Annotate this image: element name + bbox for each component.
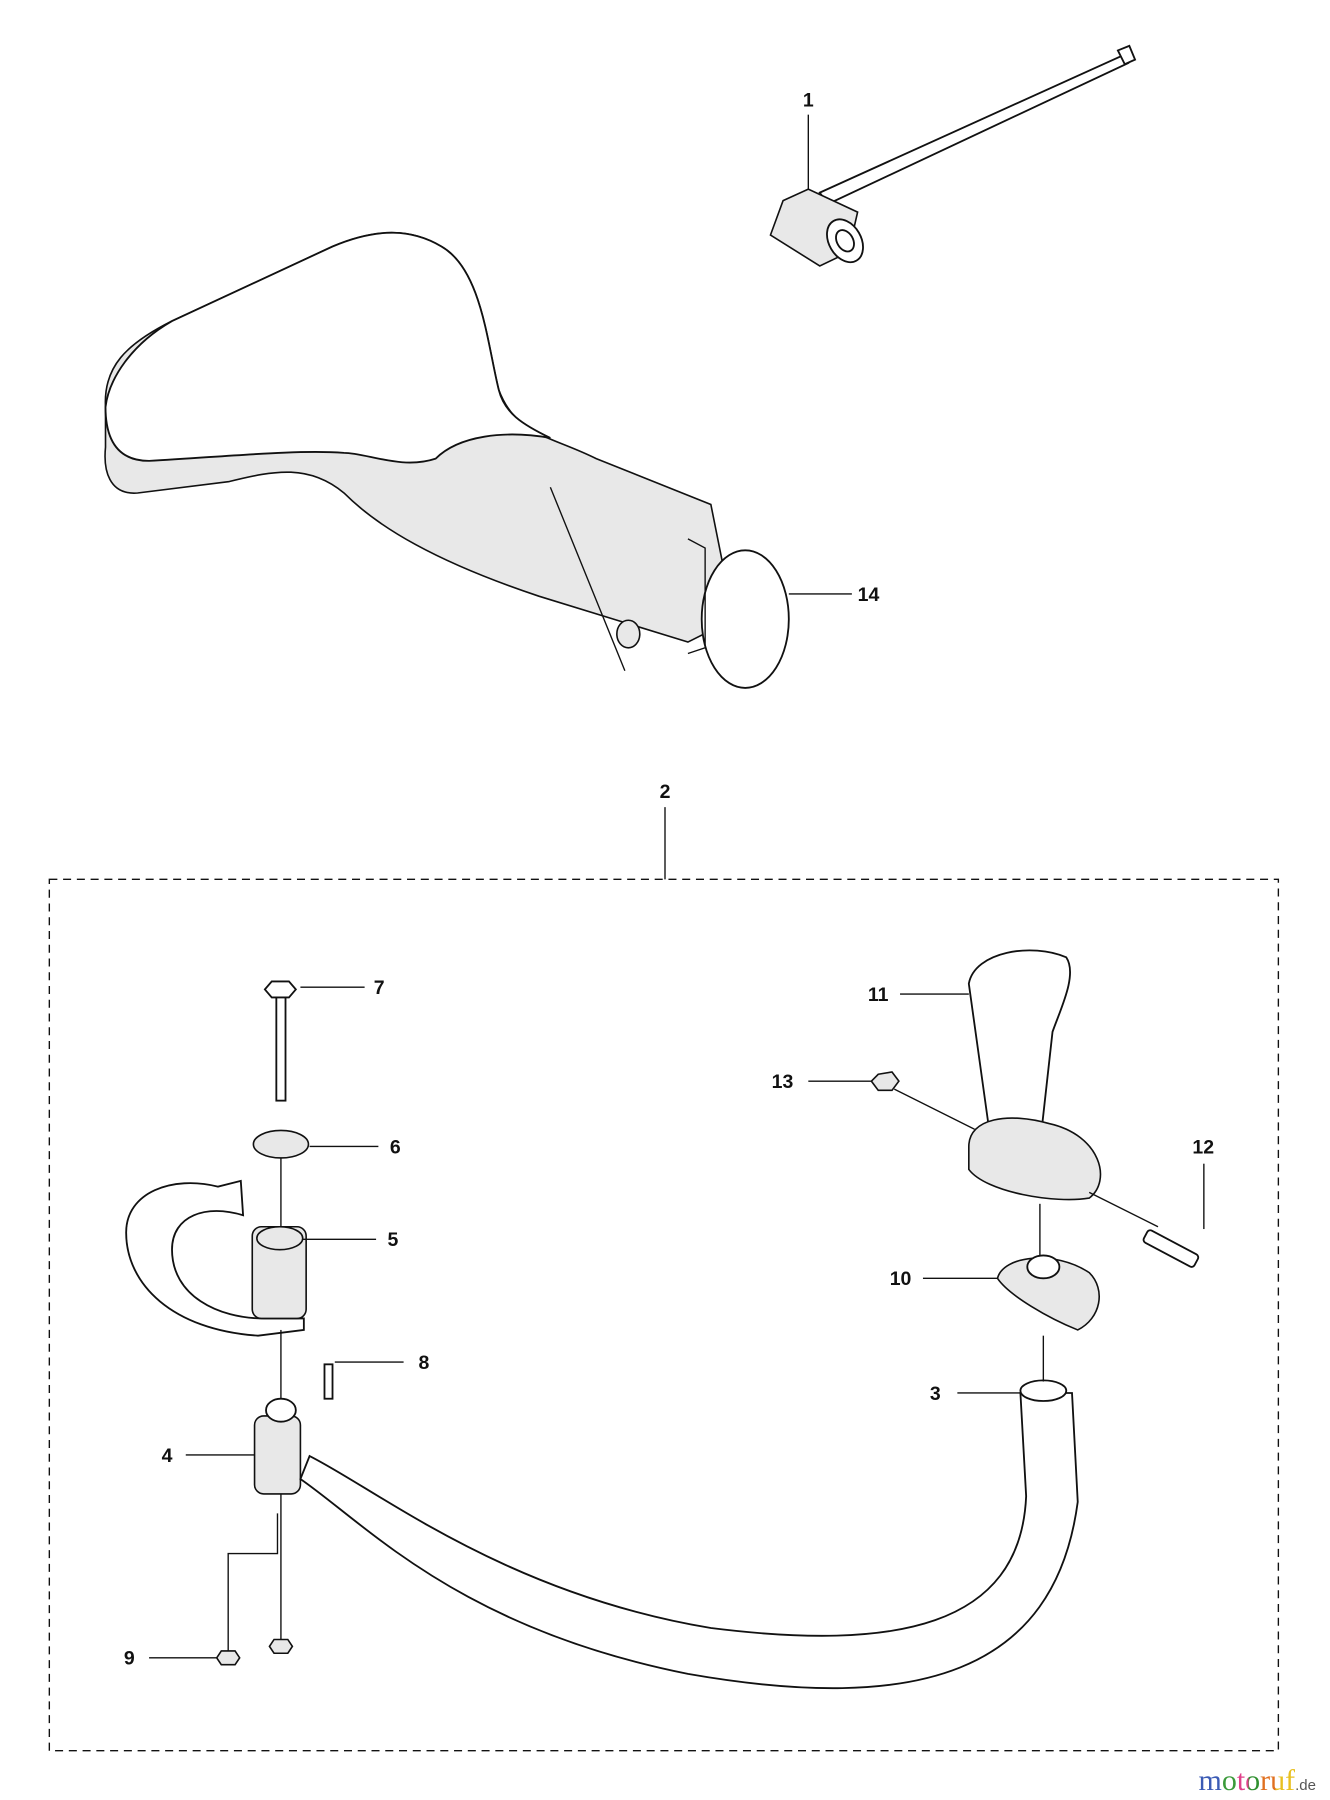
callout-12: 12 xyxy=(1192,1136,1214,1158)
callout-9: 9 xyxy=(124,1648,135,1670)
callout-8: 8 xyxy=(419,1352,430,1374)
logo-suffix: .de xyxy=(1295,1777,1316,1794)
callout-10: 10 xyxy=(890,1268,912,1290)
clamp-assembly xyxy=(125,980,1079,1690)
callout-13: 13 xyxy=(772,1071,794,1093)
callout-2: 2 xyxy=(660,781,671,803)
leader-lines xyxy=(149,114,1205,1659)
callout-1: 1 xyxy=(803,90,814,112)
callout-14: 14 xyxy=(858,584,880,606)
grip-assembly xyxy=(870,949,1200,1382)
callout-11: 11 xyxy=(868,984,889,1006)
callout-5: 5 xyxy=(388,1229,399,1251)
kit-boundary xyxy=(48,878,1280,1752)
callout-6: 6 xyxy=(390,1136,401,1158)
spanner-part-1 xyxy=(769,44,1137,267)
callout-3: 3 xyxy=(930,1383,941,1405)
callout-4: 4 xyxy=(162,1445,173,1467)
callout-7: 7 xyxy=(374,977,385,999)
guard-part-14 xyxy=(104,231,790,689)
logo-brand: motoruf xyxy=(1198,1764,1296,1797)
watermark-logo: motoruf.de xyxy=(1198,1764,1316,1798)
